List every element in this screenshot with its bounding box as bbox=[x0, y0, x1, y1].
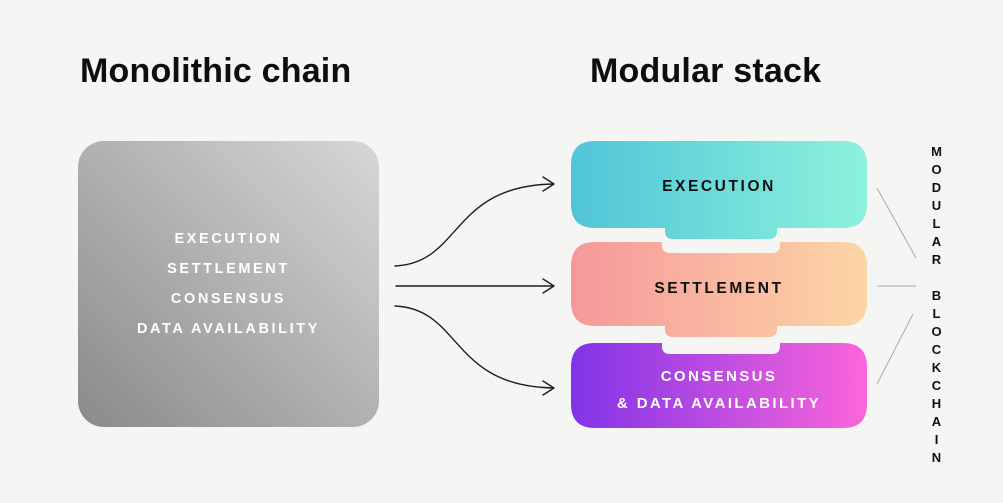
mono-layer-execution: EXECUTION bbox=[174, 231, 283, 247]
module-execution-label-wrap: EXECUTION bbox=[571, 141, 867, 228]
module-execution-label: EXECUTION bbox=[662, 177, 776, 195]
connector-line-consensus-icon bbox=[876, 313, 914, 385]
modular-stack-title: Modular stack bbox=[590, 52, 822, 90]
module-consensus-label-line2: & DATA AVAILABILITY bbox=[616, 395, 822, 412]
connector-line-execution-icon bbox=[876, 187, 917, 259]
module-settlement-label: SETTLEMENT bbox=[654, 280, 784, 297]
modular-blockchain-side-label: MODULAR BLOCKCHAIN bbox=[929, 144, 944, 468]
monolithic-chain-box: EXECUTION SETTLEMENT CONSENSUS DATA AVAI… bbox=[78, 141, 379, 427]
flow-arrow-bottom-head-icon bbox=[542, 380, 555, 396]
mono-layer-consensus: CONSENSUS bbox=[170, 291, 287, 307]
flow-arrow-middle-head-icon bbox=[542, 278, 555, 294]
flow-arrow-top-icon bbox=[394, 183, 554, 267]
module-consensus-label-line1: CONSENSUS bbox=[660, 368, 778, 385]
module-consensus-label-wrap: CONSENSUS & DATA AVAILABILITY bbox=[571, 343, 867, 428]
module-settlement: SETTLEMENT bbox=[571, 242, 867, 337]
flow-arrow-bottom-icon bbox=[394, 305, 554, 389]
flow-arrow-top-head-icon bbox=[542, 176, 555, 192]
monolithic-chain-title: Monolithic chain bbox=[80, 52, 352, 90]
module-execution: EXECUTION bbox=[571, 141, 867, 239]
module-settlement-label-wrap: SETTLEMENT bbox=[571, 242, 867, 326]
module-consensus-data-availability: CONSENSUS & DATA AVAILABILITY bbox=[571, 343, 867, 428]
mono-layer-data-availability: DATA AVAILABILITY bbox=[136, 321, 320, 337]
mono-layer-settlement: SETTLEMENT bbox=[167, 261, 290, 277]
